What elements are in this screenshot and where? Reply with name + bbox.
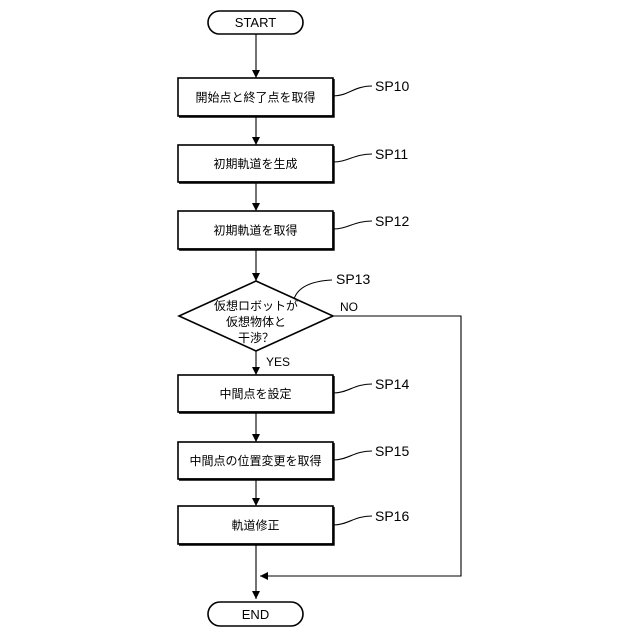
sp13-leader	[294, 280, 332, 299]
branch-yes-label: YES	[266, 355, 290, 369]
sp16-id: SP16	[375, 508, 409, 524]
sp12-id: SP12	[375, 213, 409, 229]
process-sp11: 初期軌道を生成	[178, 145, 334, 183]
end-terminal: END	[208, 602, 303, 626]
process-sp16-label: 軌道修正	[231, 518, 279, 533]
sp14-leader	[333, 384, 372, 393]
start-label: START	[235, 15, 276, 30]
sp12-leader	[333, 221, 372, 229]
branch-no-label: NO	[340, 300, 358, 314]
sp15-leader	[333, 451, 372, 460]
process-sp15: 中間点の位置変更を取得	[178, 442, 334, 480]
sp13-id: SP13	[336, 271, 370, 287]
process-sp14: 中間点を設定	[178, 375, 334, 413]
sp10-leader	[333, 86, 372, 96]
process-sp16: 軌道修正	[178, 506, 334, 545]
decision-sp13-line-1: 仮想ロボットが	[214, 298, 298, 313]
process-sp12: 初期軌道を取得	[178, 211, 334, 250]
process-sp15-label: 中間点の位置変更を取得	[189, 453, 321, 468]
sp11-leader	[333, 154, 372, 162]
start-terminal: START	[208, 11, 303, 34]
process-sp11-label: 初期軌道を生成	[213, 156, 297, 171]
process-sp10-label: 開始点と終了点を取得	[195, 90, 315, 105]
end-label: END	[242, 607, 269, 622]
process-sp10: 開始点と終了点を取得	[178, 78, 334, 117]
sp15-id: SP15	[375, 443, 409, 459]
decision-sp13-line-2: 仮想物体と	[226, 314, 286, 329]
process-sp12-label: 初期軌道を取得	[213, 223, 297, 238]
sp14-id: SP14	[375, 376, 409, 392]
sp10-id: SP10	[375, 78, 409, 94]
process-sp14-label: 中間点を設定	[219, 386, 291, 401]
decision-sp13-line-3: 干渉？	[238, 330, 274, 345]
sp11-id: SP11	[375, 146, 408, 162]
decision-sp13: 仮想ロボットが 仮想物体と 干渉？	[179, 281, 333, 351]
sp16-leader	[333, 516, 372, 525]
